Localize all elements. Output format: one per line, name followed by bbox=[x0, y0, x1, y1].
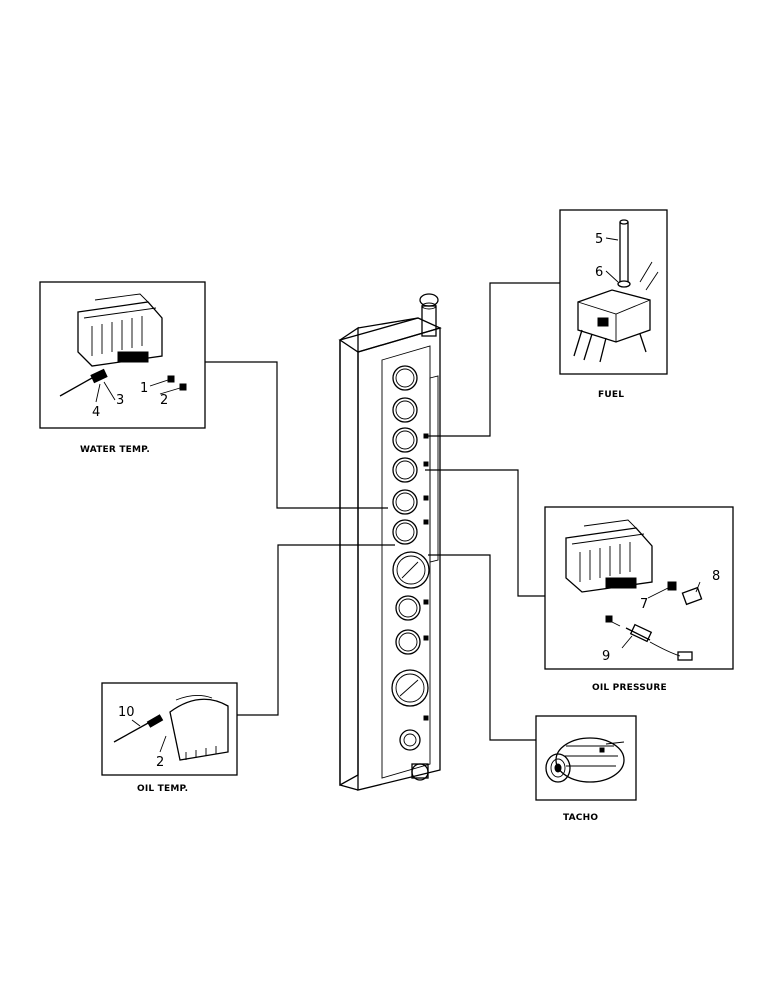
callout-8: 8 bbox=[712, 569, 720, 584]
gauge-column bbox=[391, 365, 430, 751]
caption-fuel: FUEL bbox=[598, 390, 624, 400]
callout-2-oil-temp: 2 bbox=[156, 755, 164, 770]
panel-water-temp: 1 2 3 4 WATER TEMP. bbox=[39, 281, 206, 455]
callout-2: 2 bbox=[160, 393, 168, 408]
callout-9: 9 bbox=[602, 649, 610, 664]
caption-water-temp: WATER TEMP. bbox=[80, 445, 150, 455]
fuel-tank-illustration bbox=[573, 261, 659, 363]
panel-fuel: 5 6 FUEL bbox=[559, 209, 668, 400]
callout-1: 1 bbox=[140, 381, 148, 396]
callout-5: 5 bbox=[595, 232, 603, 247]
panel-oil-pressure: 8 7 9 OIL PRESSURE bbox=[544, 506, 734, 693]
leader-lines bbox=[205, 282, 560, 741]
alternator-illustration bbox=[545, 737, 625, 783]
callout-7: 7 bbox=[640, 597, 648, 612]
panel-oil-temp: 10 2 OIL TEMP. bbox=[101, 682, 238, 794]
callout-3: 3 bbox=[116, 393, 124, 408]
engine-block-illustration bbox=[77, 293, 163, 367]
callout-10: 10 bbox=[118, 705, 135, 720]
instrument-console bbox=[338, 293, 442, 791]
engine-block-illustration bbox=[565, 519, 653, 593]
caption-oil-temp: OIL TEMP. bbox=[137, 784, 188, 794]
panel-tacho: TACHO bbox=[535, 715, 637, 823]
callout-6: 6 bbox=[595, 265, 603, 280]
callout-4: 4 bbox=[92, 405, 100, 420]
caption-oil-pressure: OIL PRESSURE bbox=[592, 683, 667, 693]
caption-tacho: TACHO bbox=[563, 813, 598, 823]
